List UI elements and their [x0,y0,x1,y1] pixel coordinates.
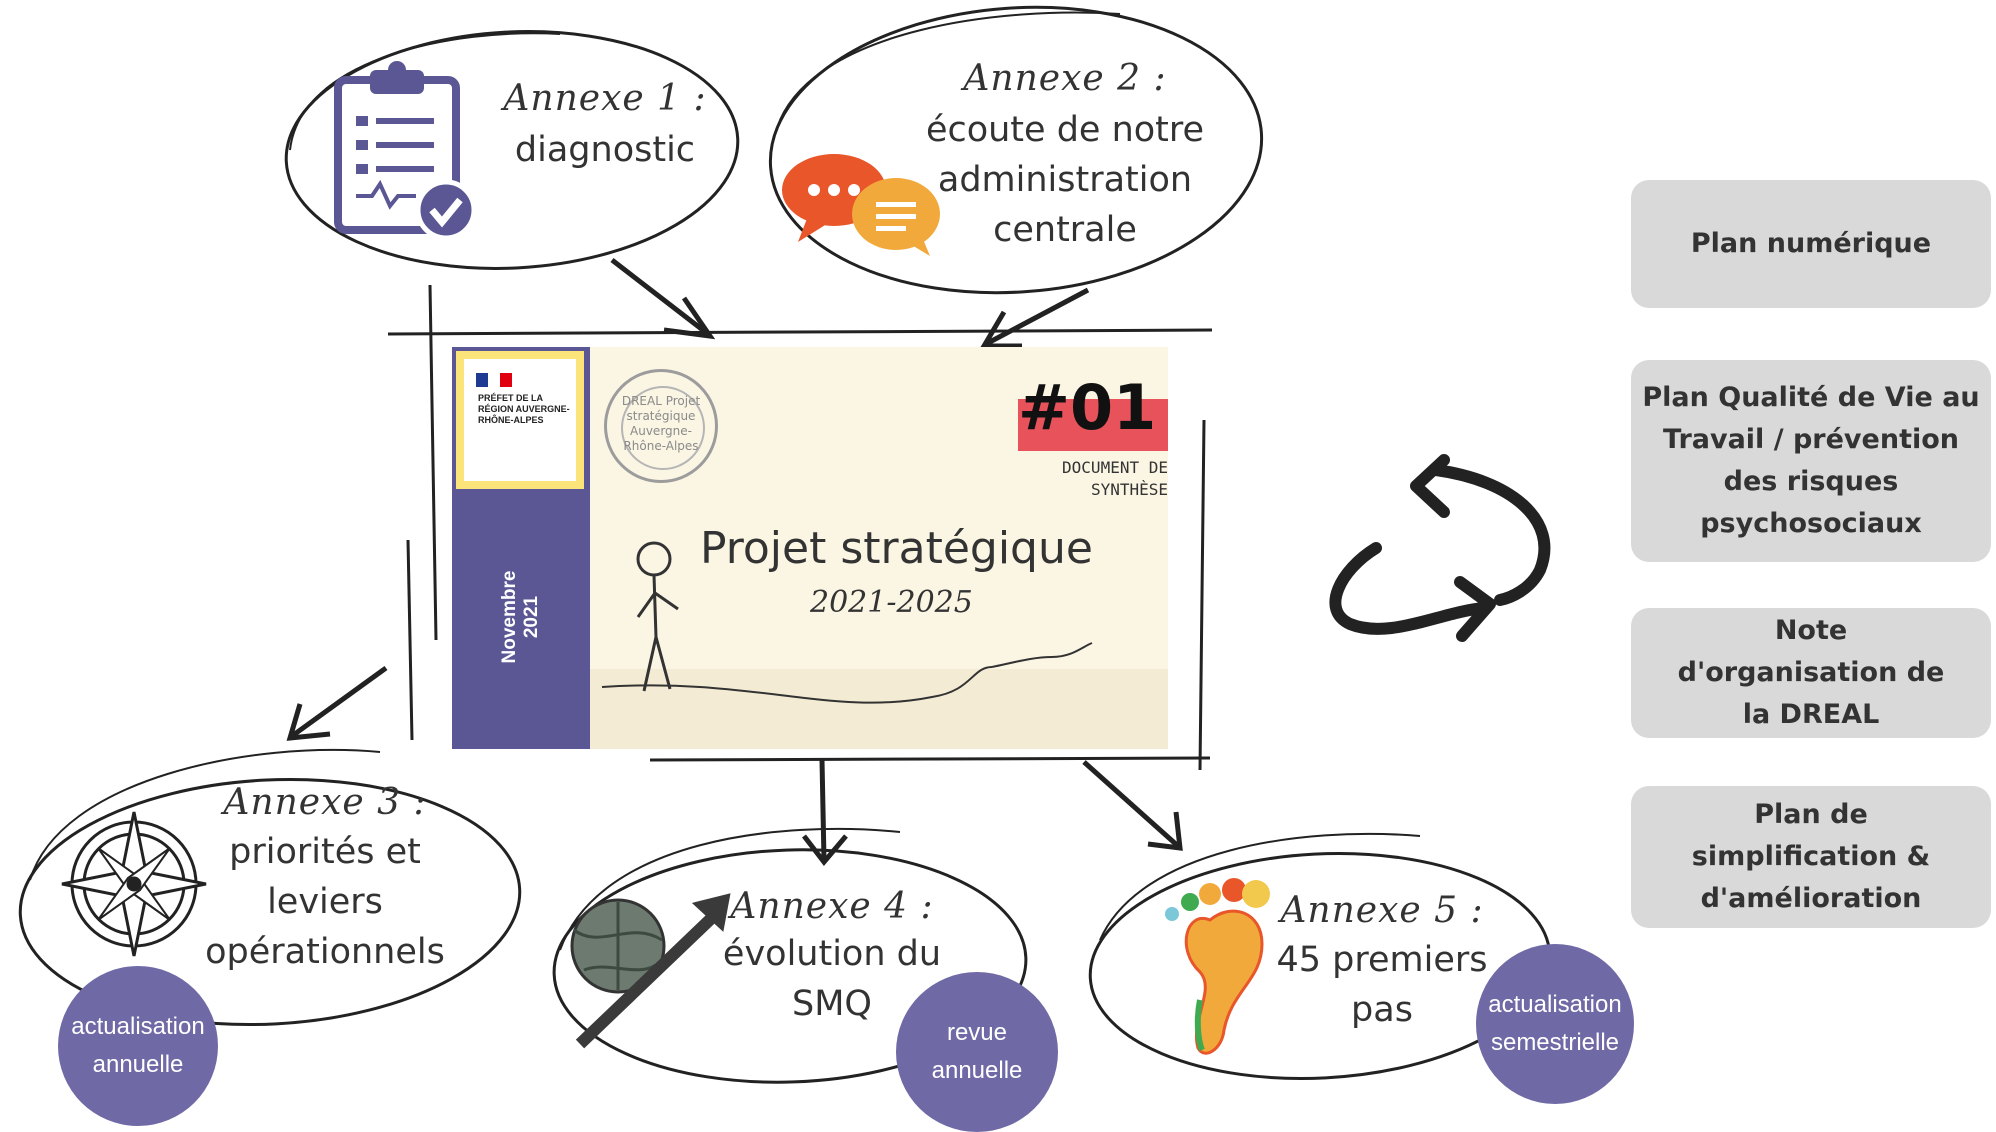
annex-1-title: Annexe 1 : [503,78,707,119]
annex-5-update-badge: actualisation semestrielle [1476,944,1634,1104]
annex-1-ellipse [284,30,740,270]
document-number: #01 [1018,371,1157,444]
prefecture-label: PRÉFET DE LA RÉGION AUVERGNE-RHÔNE-ALPES [478,393,570,425]
annex-2-description: écoute de notre administration centrale [925,110,1205,250]
note-organisation-dreal: Note d'organisation de la DREAL [1631,608,1991,738]
walking-figure-icon [601,541,1093,704]
annex-2-ellipse [768,5,1264,295]
speech-bubbles-icon [782,154,940,256]
prefecture-logo-panel: PRÉFET DE LA RÉGION AUVERGNE-RHÔNE-ALPES [464,359,576,481]
footprint-icon [1165,878,1270,1055]
annex-4-ellipse [552,848,1028,1084]
annex-4-description: évolution du SMQ [722,934,942,1024]
annex-2-title: Annexe 2 : [963,58,1167,99]
annex-3-update-badge: actualisation annuelle [58,966,218,1126]
annex-4-title: Annexe 4 : [730,886,934,927]
strategic-project-cover: PRÉFET DE LA RÉGION AUVERGNE-RHÔNE-ALPES… [452,347,1168,749]
clipboard-check-icon [334,61,477,241]
annex-2: Annexe 2 : écoute de notre administratio… [910,58,1220,255]
annex-3-ellipse [18,777,522,1027]
stamp-text: DREAL Projet stratégique Auvergne-Rhône-… [621,394,701,453]
plan-qualite-vie-travail: Plan Qualité de Vie au Travail / prévent… [1631,360,1991,562]
annex-3-description: priorités et leviers opérationnels [205,832,445,972]
rising-arrow-icon [570,893,731,1049]
cover-years: 2021-2025 [810,585,973,620]
annex-1: Annexe 1 : diagnostic [500,78,710,175]
cover-title: Projet stratégique [700,523,1093,574]
prefecture-logo: PRÉFET DE LA RÉGION AUVERGNE-RHÔNE-ALPES [456,351,584,489]
compass-rose-icon [61,811,207,957]
annex-4-update-badge: revue annuelle [896,972,1058,1132]
annex-4: Annexe 4 : évolution du SMQ [722,886,942,1029]
plan-numerique: Plan numérique [1631,180,1991,308]
annex-5-description: 45 premiers pas [1276,940,1488,1030]
dreal-stamp: DREAL Projet stratégique Auvergne-Rhône-… [604,369,718,483]
annex-3-title: Annexe 3 : [223,782,427,823]
annex-1-description: diagnostic [514,130,696,170]
plan-simplification: Plan de simplification & d'amélioration [1631,786,1991,928]
annex-3: Annexe 3 : priorités et leviers opératio… [200,782,450,977]
cover-ground [590,669,1168,749]
annex-5-title: Annexe 5 : [1280,890,1484,931]
annex-5: Annexe 5 : 45 premiers pas [1272,890,1492,1035]
number-highlight [1018,399,1168,451]
document-type-label: DOCUMENT DE SYNTHÈSE [1062,458,1168,499]
french-flag-icon [476,373,512,387]
